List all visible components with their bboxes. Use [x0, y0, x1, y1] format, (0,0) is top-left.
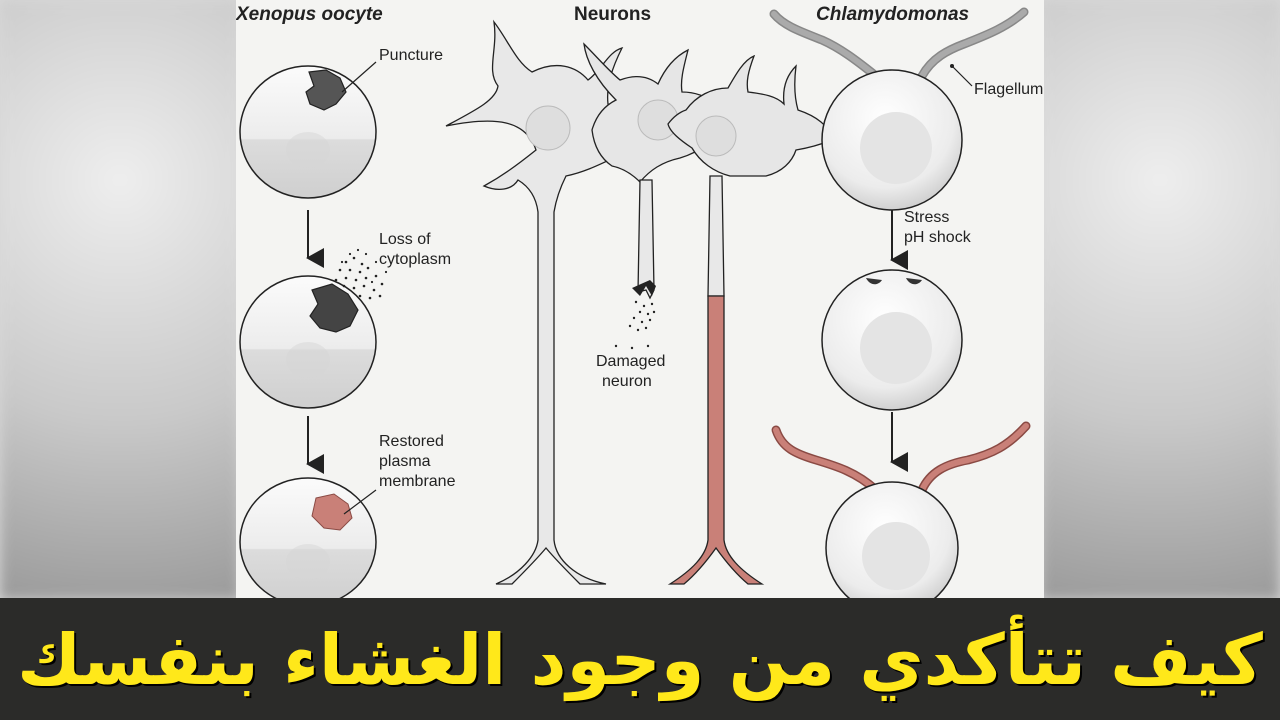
neuron-middle [583, 42, 747, 350]
restored-label-line2: plasma [379, 453, 431, 470]
puncture-wound [305, 69, 347, 111]
loss-label-line1: Loss of [379, 231, 431, 248]
restored-label-line3: membrane [379, 473, 456, 490]
damaged-label-line1: Damaged [596, 353, 665, 370]
membrane-repair-diagram: Xenopus oocyte Neurons Chlamydomonas Pun… [236, 4, 1043, 600]
puncture-label: Puncture [379, 47, 443, 64]
neuron-debris [614, 300, 656, 350]
cytoplasm-particles [334, 248, 388, 300]
xenopus-title: Xenopus oocyte [236, 4, 383, 25]
stress-label-line2: pH shock [904, 229, 972, 246]
chlamydomonas-title: Chlamydomonas [816, 4, 969, 25]
repaired-axon [667, 295, 765, 585]
enlarged-wound [309, 283, 359, 333]
loss-label-line2: cytoplasm [379, 251, 451, 268]
chlamydomonas-deflagellated [821, 269, 963, 411]
diagram-panel: Xenopus oocyte Neurons Chlamydomonas Pun… [236, 0, 1044, 600]
chlamydomonas-with-flagella [769, 7, 1029, 211]
blurred-background-right [1040, 0, 1280, 600]
neurons-title: Neurons [574, 4, 651, 25]
blurred-background-left [0, 0, 240, 600]
caption-bar [0, 598, 1280, 720]
stress-label-line1: Stress [904, 209, 949, 226]
flagellum-label: Flagellum [974, 81, 1043, 98]
neuron-right-repaired [667, 54, 833, 585]
oocyte-intact-punctured [239, 61, 377, 199]
arabic-caption: كيف تتأكدي من وجود الغشاء بنفسك [17, 619, 1263, 701]
chlamydomonas-regrown-flagella [771, 421, 1031, 600]
restored-label-line1: Restored [379, 433, 444, 450]
damaged-label-line2: neuron [602, 373, 652, 390]
oocyte-losing-cytoplasm [239, 248, 388, 409]
oocyte-repaired [239, 477, 377, 600]
repair-patch [311, 493, 353, 531]
